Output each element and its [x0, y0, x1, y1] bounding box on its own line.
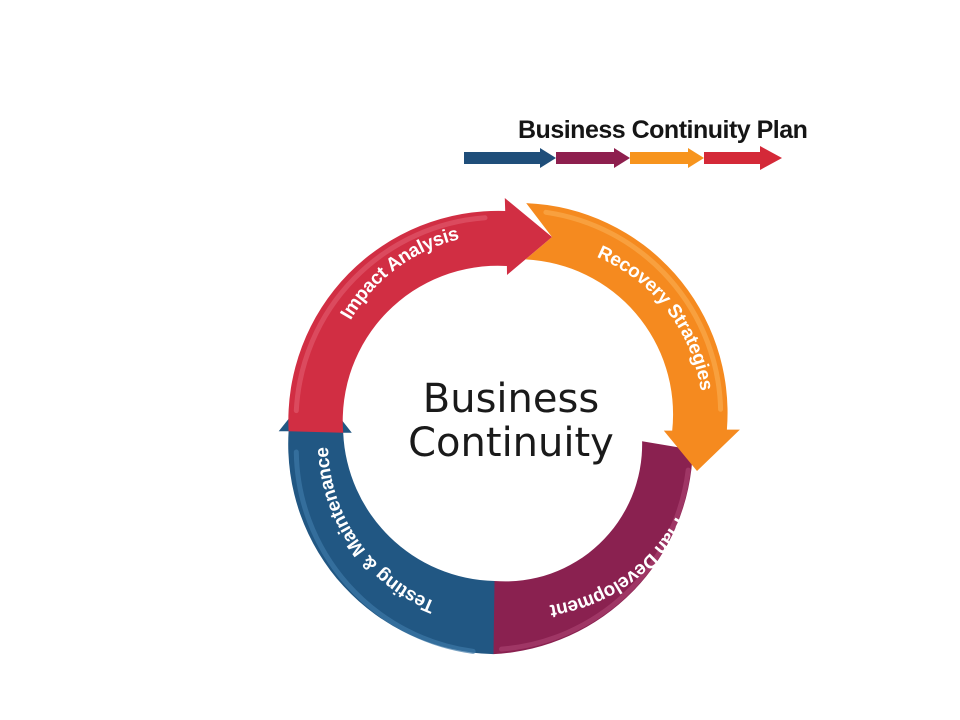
legend-bar-2 [556, 152, 618, 164]
impact-analysis-highlight [293, 215, 488, 414]
legend-arrowhead-2 [614, 148, 630, 168]
plan-development-highlight [499, 467, 691, 652]
testing-maintenance-arrow [278, 386, 495, 655]
legend-arrowhead-4 [760, 146, 782, 170]
legend-title: Business Continuity Plan [518, 116, 807, 144]
legend-arrowhead-1 [540, 148, 556, 168]
testing-maintenance-highlight [293, 449, 476, 654]
legend-bar-1 [464, 152, 546, 164]
center-title-line2: Continuity [408, 420, 614, 466]
legend-bar-3 [630, 152, 692, 164]
recovery-strategies-arrow [525, 203, 740, 471]
recovery-strategies-highlight [543, 209, 724, 412]
center-title-line1: Business [423, 376, 599, 422]
legend-arrowhead-3 [688, 148, 704, 168]
legend-bar-4 [704, 152, 764, 164]
segment-plan-development: Plan Development [466, 441, 693, 655]
impact-analysis-arrow [288, 198, 552, 433]
legend-arrow-bar [464, 146, 782, 170]
plan-development-arrow [466, 441, 693, 655]
